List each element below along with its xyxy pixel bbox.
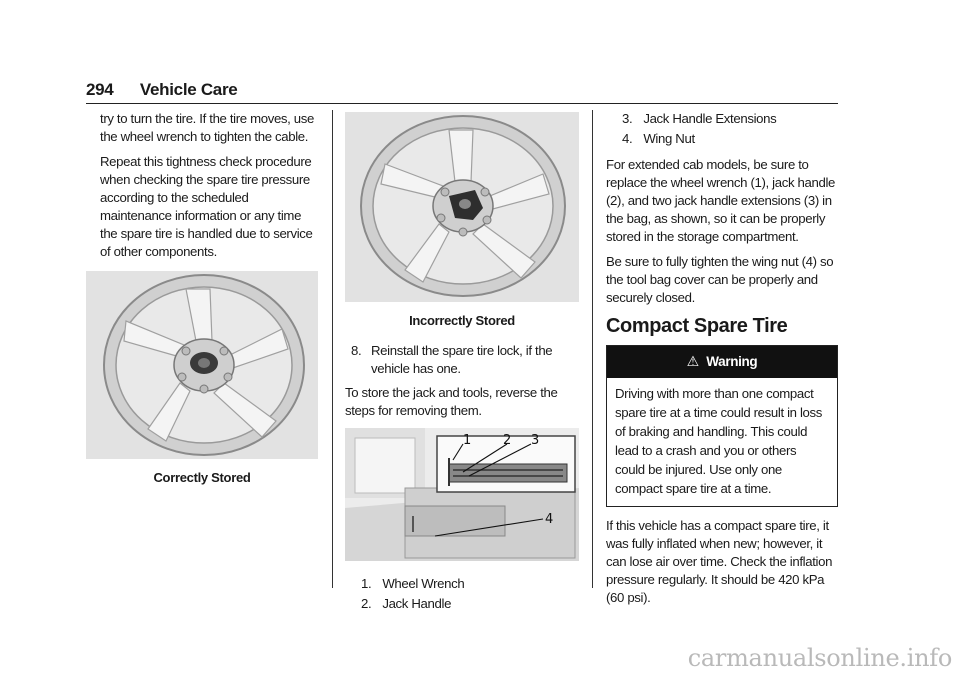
paragraph: Repeat this tightness check procedure wh… <box>100 154 313 259</box>
spare-tire-illustration <box>345 112 579 302</box>
step-number: 8. <box>351 343 362 358</box>
legend-number: 4. <box>622 131 633 146</box>
correctly-stored-figure <box>86 271 318 459</box>
spare-tire-illustration <box>86 271 318 459</box>
legend-text: Jack Handle <box>382 596 452 611</box>
legend-text: Wheel Wrench <box>382 576 465 591</box>
tool-storage-figure: 1 2 3 4 <box>345 428 579 561</box>
legend-text: Wing Nut <box>643 131 695 146</box>
paragraph: try to turn the tire. If the tire moves,… <box>100 111 315 144</box>
legend-item: 1. Wheel Wrench <box>361 575 579 593</box>
legend-number: 1. <box>361 576 372 591</box>
legend-text: Jack Handle Extensions <box>643 111 777 126</box>
paragraph: To store the jack and tools, reverse the… <box>345 385 558 418</box>
callout-2: 2 <box>503 433 511 448</box>
column-2: Incorrectly Stored 8. Reinstall the spar… <box>345 110 579 615</box>
watermark: carmanualsonline.info <box>687 644 953 672</box>
warning-header: ⚠ Warning <box>607 346 837 378</box>
warning-triangle-icon: ⚠ <box>686 353 700 369</box>
column-3: 3. Jack Handle Extensions 4. Wing Nut Fo… <box>606 110 838 614</box>
paragraph: If this vehicle has a compact spare tire… <box>606 518 833 605</box>
callout-1: 1 <box>463 433 471 448</box>
legend-list: 1. Wheel Wrench 2. Jack Handle <box>345 575 579 613</box>
page-number: 294 <box>86 80 114 99</box>
legend-number: 2. <box>361 596 372 611</box>
page-header: 294 Vehicle Care <box>86 80 238 100</box>
step-text: Reinstall the spare tire lock, if the ve… <box>371 343 553 376</box>
callout-4: 4 <box>545 512 553 527</box>
figure-caption: Incorrectly Stored <box>409 313 515 328</box>
warning-title: Warning <box>706 354 758 369</box>
paragraph: For extended cab models, be sure to repl… <box>606 157 836 244</box>
callout-3: 3 <box>531 433 539 448</box>
legend-list: 3. Jack Handle Extensions 4. Wing Nut <box>606 110 838 148</box>
legend-number: 3. <box>622 111 633 126</box>
figure-caption: Correctly Stored <box>153 470 251 485</box>
column-1: try to turn the tire. If the tire moves,… <box>86 110 318 499</box>
list-item: 8. Reinstall the spare tire lock, if the… <box>345 342 579 378</box>
warning-body: Driving with more than one compact spare… <box>615 386 823 496</box>
step-list: 8. Reinstall the spare tire lock, if the… <box>345 342 579 378</box>
legend-item: 4. Wing Nut <box>622 130 838 148</box>
legend-item: 2. Jack Handle <box>361 595 579 613</box>
incorrectly-stored-figure <box>345 112 579 302</box>
paragraph: Be sure to fully tighten the wing nut (4… <box>606 254 834 305</box>
section-title: Vehicle Care <box>139 80 238 99</box>
header-rule <box>86 103 838 104</box>
warning-box: ⚠ Warning Driving with more than one com… <box>606 345 838 507</box>
column-divider <box>592 110 593 588</box>
column-divider <box>332 110 333 588</box>
section-heading: Compact Spare Tire <box>606 315 788 337</box>
tool-bag-illustration: 1 2 3 4 <box>345 428 579 561</box>
legend-item: 3. Jack Handle Extensions <box>622 110 838 128</box>
